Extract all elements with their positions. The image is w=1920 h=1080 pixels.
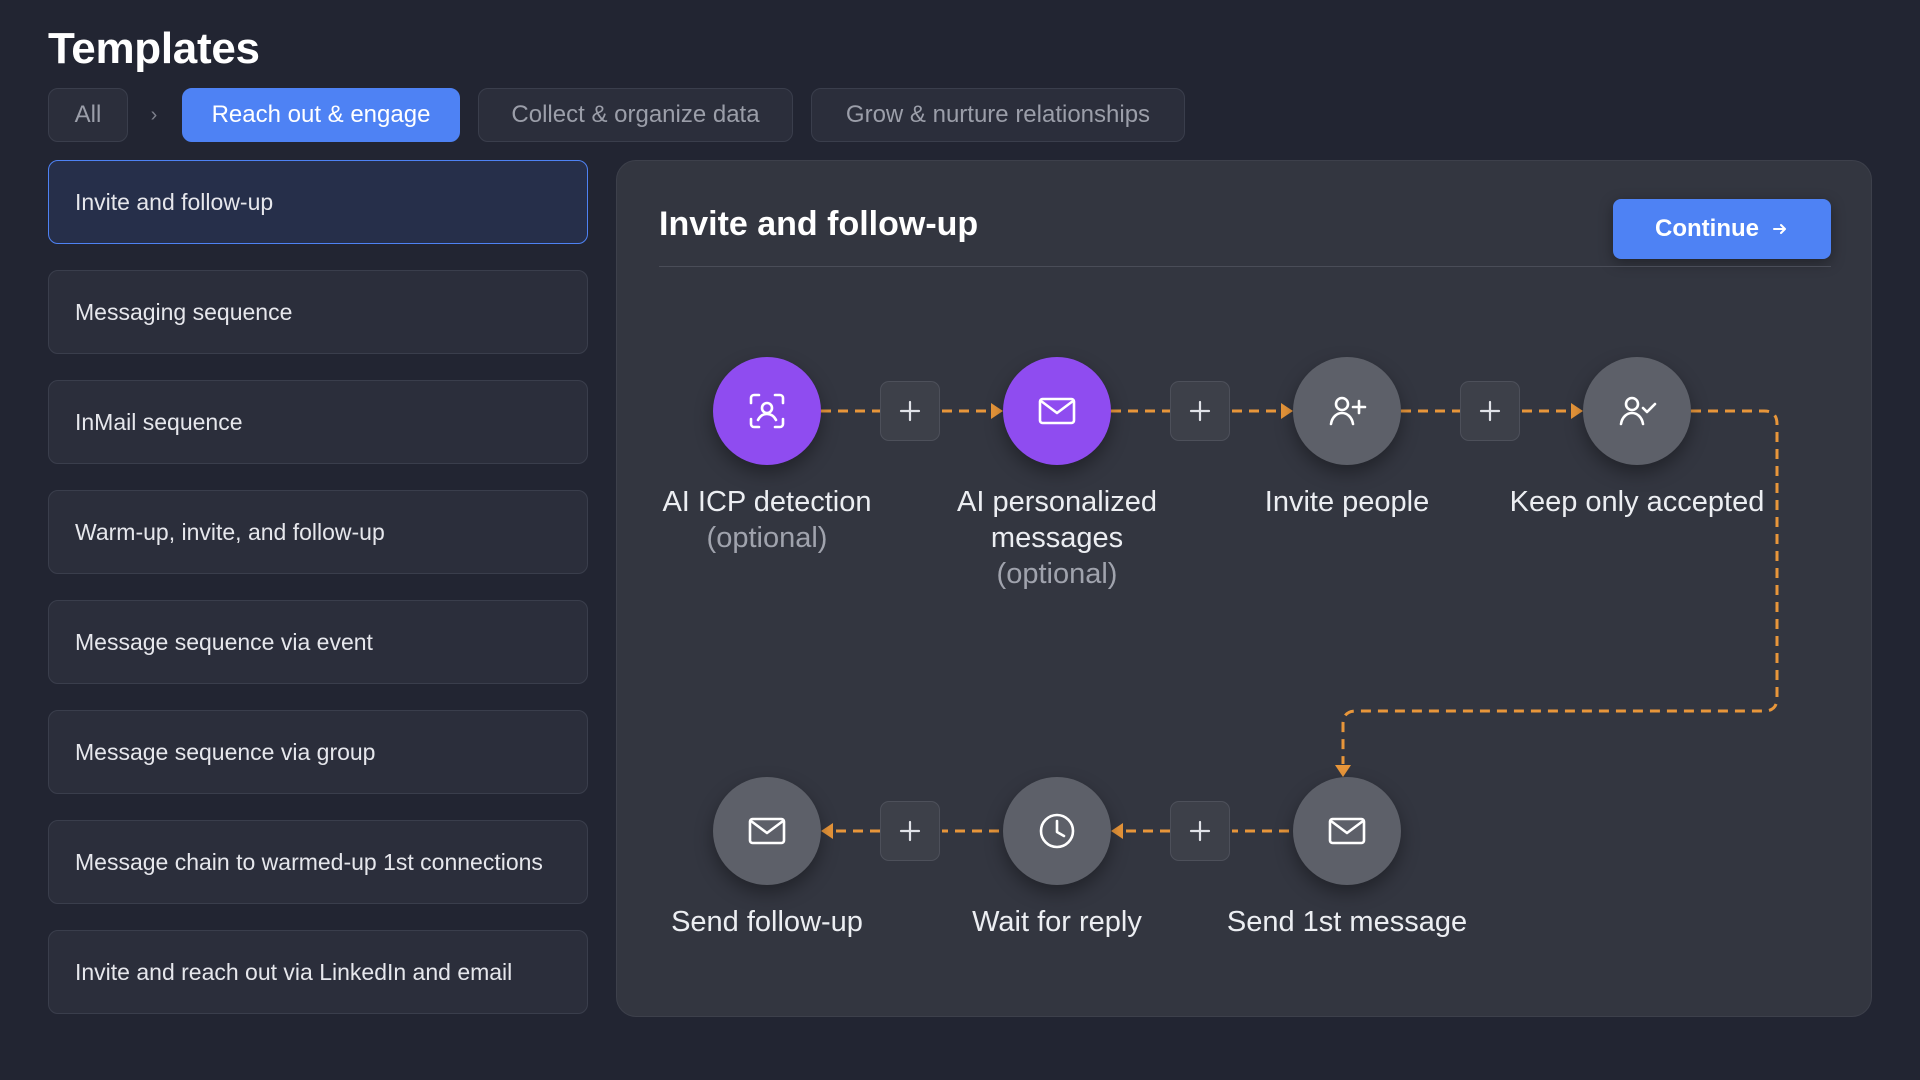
- tab-all[interactable]: All: [48, 88, 128, 142]
- clock-icon: [1039, 813, 1075, 849]
- ai-scan-icon: [749, 393, 785, 429]
- step-label: Send 1st message: [1226, 906, 1468, 938]
- mail-icon: [748, 817, 786, 845]
- add-step-button[interactable]: [1170, 381, 1230, 441]
- wait-for-reply-node[interactable]: [1003, 777, 1111, 885]
- template-item-messaging-sequence[interactable]: Messaging sequence: [48, 270, 588, 354]
- page-title: Templates: [48, 24, 260, 73]
- plus-icon: [899, 400, 921, 422]
- step-label: AI ICP detection (optional): [662, 486, 872, 554]
- mail-icon: [1328, 817, 1366, 845]
- arrowhead: [1281, 403, 1293, 419]
- ai-personalized-messages-node[interactable]: [1003, 357, 1111, 465]
- add-step-button[interactable]: [1460, 381, 1520, 441]
- connector-line: [1341, 409, 1779, 764]
- chevron-right-icon: ›: [150, 103, 158, 126]
- send-1st-message-node[interactable]: [1293, 777, 1401, 885]
- tab-grow-nurture-relationships[interactable]: Grow & nurture relationships: [811, 88, 1185, 142]
- template-item-message-chain-warmed-up[interactable]: Message chain to warmed-up 1st connectio…: [48, 820, 588, 904]
- add-step-button[interactable]: [880, 381, 940, 441]
- add-step-button[interactable]: [880, 801, 940, 861]
- template-item-warm-up-invite-follow-up[interactable]: Warm-up, invite, and follow-up: [48, 490, 588, 574]
- arrowhead: [991, 403, 1003, 419]
- tab-collect-organize-data[interactable]: Collect & organize data: [478, 88, 793, 142]
- template-item-invite-follow-up[interactable]: Invite and follow-up: [48, 160, 588, 244]
- ai-icp-detection-node[interactable]: [713, 357, 821, 465]
- step-label: Wait for reply: [972, 906, 1142, 938]
- add-step-button[interactable]: [1170, 801, 1230, 861]
- step-label: Keep only accepted: [1509, 486, 1765, 518]
- arrowhead: [1571, 403, 1583, 419]
- tab-reach-out-engage[interactable]: Reach out & engage: [182, 88, 460, 142]
- continue-button-label: Continue: [1655, 215, 1759, 242]
- user-plus-icon: [1329, 396, 1367, 426]
- template-item-invite-linkedin-email[interactable]: Invite and reach out via LinkedIn and em…: [48, 930, 588, 1014]
- invite-people-node[interactable]: [1293, 357, 1401, 465]
- step-label: Send follow-up: [671, 906, 863, 938]
- template-item-message-sequence-group[interactable]: Message sequence via group: [48, 710, 588, 794]
- template-preview-panel: Invite and follow-up Continue: [616, 160, 1872, 1017]
- arrowhead: [1111, 823, 1123, 839]
- plus-icon: [1189, 400, 1211, 422]
- user-check-icon: [1619, 396, 1657, 426]
- continue-button[interactable]: Continue: [1613, 199, 1831, 259]
- flow-connectors: [821, 403, 1779, 839]
- panel-divider: [659, 266, 1831, 267]
- arrow-right-icon: [1772, 224, 1786, 234]
- mail-icon: [1038, 397, 1076, 425]
- plus-icon: [1189, 820, 1211, 842]
- arrowhead: [821, 823, 833, 839]
- keep-only-accepted-node[interactable]: [1583, 357, 1691, 465]
- panel-title: Invite and follow-up: [659, 205, 979, 243]
- template-item-inmail-sequence[interactable]: InMail sequence: [48, 380, 588, 464]
- arrowhead: [1335, 765, 1351, 777]
- send-follow-up-node[interactable]: [713, 777, 821, 885]
- plus-icon: [899, 820, 921, 842]
- step-label: AI personalized messages (optional): [957, 486, 1157, 590]
- plus-icon: [1479, 400, 1501, 422]
- step-label: Invite people: [1264, 486, 1430, 518]
- template-item-message-sequence-event[interactable]: Message sequence via event: [48, 600, 588, 684]
